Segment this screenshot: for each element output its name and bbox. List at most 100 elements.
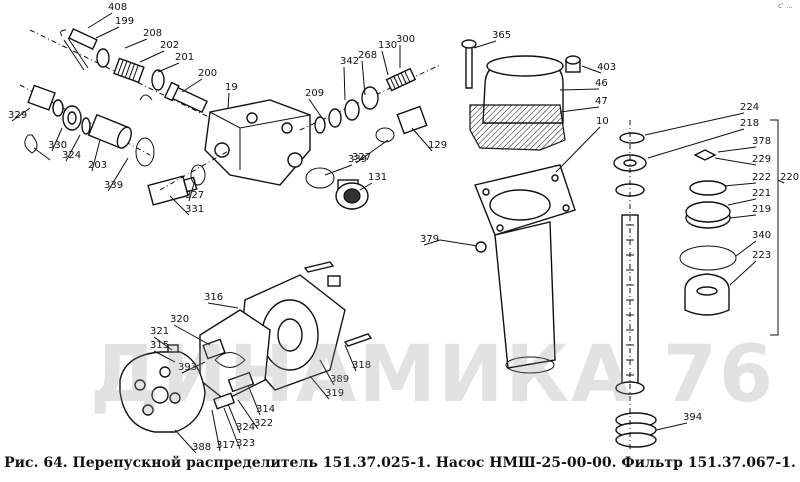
leader-line bbox=[729, 260, 757, 286]
part-label-403: 403 bbox=[597, 62, 616, 73]
leader-line bbox=[227, 92, 230, 109]
leader-line bbox=[423, 239, 441, 246]
leader-line bbox=[153, 336, 173, 351]
leader-line bbox=[87, 12, 113, 29]
part-label-47: 47 bbox=[595, 96, 608, 107]
leader-line bbox=[361, 60, 366, 96]
leader-line bbox=[381, 50, 389, 76]
part-label-342: 342 bbox=[340, 56, 359, 67]
leader-line bbox=[51, 127, 63, 152]
leader-line bbox=[559, 88, 600, 91]
part-label-224: 224 bbox=[740, 102, 759, 113]
part-label-131: 131 bbox=[368, 172, 387, 183]
leader-line bbox=[309, 375, 330, 400]
distributor-body bbox=[147, 99, 311, 206]
part-label-200: 200 bbox=[198, 68, 217, 79]
valve-assembly bbox=[19, 28, 216, 167]
part-label-130: 130 bbox=[378, 40, 397, 51]
leader-line bbox=[647, 128, 745, 159]
leader-line bbox=[227, 403, 241, 434]
spring-226 bbox=[615, 412, 657, 448]
figure-caption: Рис. 64. Перепускной распределитель 151.… bbox=[4, 455, 796, 471]
part-label-323: 323 bbox=[236, 438, 255, 449]
leader-line bbox=[107, 157, 129, 192]
part-label-221: 221 bbox=[752, 188, 771, 199]
part-label-318: 318 bbox=[352, 360, 371, 371]
leader-line bbox=[157, 62, 180, 73]
leader-line bbox=[559, 106, 600, 113]
leader-line bbox=[211, 409, 221, 452]
leader-line bbox=[207, 302, 239, 309]
leader-line bbox=[223, 407, 241, 450]
part-label-330: 330 bbox=[48, 140, 67, 151]
part-label-19: 19 bbox=[225, 82, 238, 93]
leader-line bbox=[777, 179, 785, 184]
part-label-202: 202 bbox=[160, 40, 179, 51]
part-label-408: 408 bbox=[108, 2, 127, 13]
part-label-300: 300 bbox=[396, 34, 415, 45]
leader-line bbox=[91, 139, 101, 172]
part-label-394: 394 bbox=[683, 412, 702, 423]
leader-line bbox=[124, 38, 148, 49]
filter-column bbox=[613, 119, 779, 450]
leader-line bbox=[181, 361, 206, 374]
part-label-322: 322 bbox=[254, 418, 273, 429]
callout-labels: 4081992082022012001932933032420333932733… bbox=[8, 2, 799, 454]
part-label-46: 46 bbox=[595, 78, 608, 89]
leader-line bbox=[411, 127, 433, 152]
leader-line bbox=[181, 78, 203, 93]
part-label-218: 218 bbox=[740, 118, 759, 129]
part-label-314: 314 bbox=[256, 404, 275, 415]
part-label-219: 219 bbox=[752, 204, 771, 215]
leader-line bbox=[714, 157, 757, 166]
leader-line bbox=[237, 399, 259, 430]
leader-line bbox=[169, 195, 190, 216]
part-label-388: 388 bbox=[192, 442, 211, 453]
part-label-10: 10 bbox=[596, 116, 609, 127]
leader-line bbox=[644, 112, 745, 136]
part-label-324: 324 bbox=[62, 150, 81, 161]
leader-line bbox=[65, 134, 81, 162]
leader-line bbox=[355, 139, 389, 164]
leader-line bbox=[555, 126, 601, 173]
part-label-223: 223 bbox=[752, 250, 771, 261]
part-label-220: 220 bbox=[780, 172, 799, 183]
part-label-339: 339 bbox=[104, 180, 123, 191]
part-label-315: 315 bbox=[150, 340, 169, 351]
leader-line bbox=[188, 179, 196, 202]
spool-parts bbox=[299, 64, 441, 210]
leader-line bbox=[247, 384, 261, 416]
part-label-324: 324 bbox=[236, 422, 255, 433]
part-label-379: 379 bbox=[420, 234, 439, 245]
part-label-319: 319 bbox=[325, 388, 344, 399]
part-label-321: 321 bbox=[150, 326, 169, 337]
part-label-329: 329 bbox=[8, 110, 27, 121]
leader-line bbox=[153, 350, 176, 363]
part-label-340: 340 bbox=[752, 230, 771, 241]
part-label-199: 199 bbox=[115, 16, 134, 27]
leader-line bbox=[717, 146, 757, 153]
part-label-339: 339 bbox=[348, 154, 367, 165]
leader-line bbox=[95, 26, 120, 39]
leader-line bbox=[735, 240, 757, 257]
part-label-393: 393 bbox=[178, 362, 197, 373]
leader-line bbox=[139, 50, 165, 63]
leader-line bbox=[723, 182, 757, 187]
leader-line bbox=[344, 344, 357, 372]
part-label-208: 208 bbox=[143, 28, 162, 39]
part-label-229: 229 bbox=[752, 154, 771, 165]
leader-line bbox=[581, 65, 602, 74]
part-label-203: 203 bbox=[88, 160, 107, 171]
leader-line bbox=[727, 198, 757, 206]
part-label-201: 201 bbox=[175, 52, 194, 63]
leader-line bbox=[655, 422, 688, 431]
leader-line bbox=[173, 324, 211, 346]
part-label-389: 389 bbox=[330, 374, 349, 385]
leader-line bbox=[11, 107, 31, 122]
leader-line bbox=[343, 66, 346, 101]
part-label-378: 378 bbox=[752, 136, 771, 147]
leader-line bbox=[174, 429, 197, 454]
pump-housing bbox=[439, 164, 576, 374]
